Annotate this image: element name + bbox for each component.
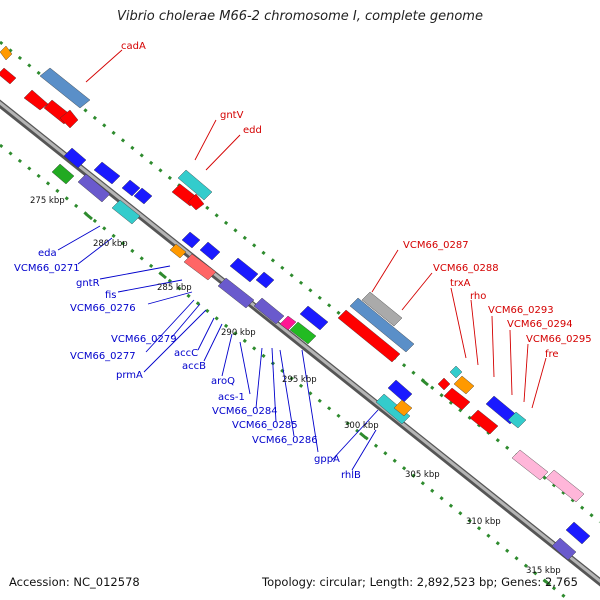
tick-label: 290 kbp: [221, 328, 256, 338]
ruler-tick: [543, 578, 551, 587]
gene-label[interactable]: VCM66_0286: [252, 435, 318, 446]
gene-block: [51, 163, 75, 185]
genome-summary-text: Topology: circular; Length: 2,892,523 bp…: [262, 575, 578, 589]
gene-block: [551, 537, 577, 561]
gene-label[interactable]: accC: [174, 348, 198, 359]
gene-label[interactable]: VCM66_0285: [232, 420, 298, 431]
gene-label[interactable]: VCM66_0271: [14, 263, 80, 274]
gene-block: [111, 199, 141, 225]
gene-block: [337, 309, 401, 363]
tick-label: 285 kbp: [157, 283, 192, 293]
gene-label[interactable]: VCM66_0293: [488, 305, 554, 316]
tick-label: 295 kbp: [282, 375, 317, 385]
tick-label: 310 kbp: [466, 517, 501, 527]
gene-label[interactable]: VCM66_0287: [403, 240, 469, 251]
gene-block: [169, 243, 187, 259]
gene-block: [393, 399, 413, 417]
gene-block: [387, 379, 413, 403]
gene-block: [443, 387, 471, 411]
gene-labels-bottom: eda VCM66_0271 gntR fis VCM66_0276 VCM66…: [14, 248, 361, 481]
ruler-outer-line: [0, 40, 600, 524]
gene-label[interactable]: gppA: [314, 454, 340, 465]
ruler-tick: [85, 212, 93, 221]
ruler-dots: [0, 40, 600, 600]
gene-block: [375, 393, 411, 425]
gene-label[interactable]: trxA: [450, 278, 471, 289]
leader-lines-top: [85, 49, 547, 409]
gene-label[interactable]: VCM66_0284: [212, 406, 278, 417]
gene-labels-top: cadA gntV edd VCM66_0287 VCM66_0288 trxA…: [121, 41, 592, 360]
gene-label[interactable]: gntR: [76, 278, 100, 289]
tick-labels: 275 kbp 280 kbp 285 kbp 290 kbp 295 kbp …: [30, 196, 561, 576]
gene-block: [469, 409, 499, 435]
gene-block: [255, 271, 275, 289]
gene-label[interactable]: fis: [105, 290, 117, 301]
gene-block: [507, 411, 527, 429]
gene-block: [545, 469, 585, 503]
gene-block: [133, 187, 153, 205]
tick-label: 280 kbp: [93, 239, 128, 249]
gene-label[interactable]: VCM66_0277: [70, 351, 136, 362]
gene-block: [437, 377, 451, 391]
tick-label: 315 kbp: [526, 566, 561, 576]
accession-text: Accession: NC_012578: [9, 575, 140, 589]
genome-backbone: [0, 99, 600, 587]
gene-block: [229, 257, 259, 283]
gene-block: [217, 277, 255, 309]
gene-label[interactable]: accB: [182, 361, 206, 372]
gene-block: [121, 179, 141, 197]
gene-label[interactable]: cadA: [121, 41, 146, 52]
gene-label[interactable]: rho: [470, 291, 486, 302]
gene-label[interactable]: edd: [243, 125, 262, 136]
leader-lines-bottom: [57, 225, 379, 471]
gene-block: [253, 297, 285, 325]
gene-block: [63, 147, 87, 169]
gene-label[interactable]: eda: [38, 248, 57, 259]
gene-label[interactable]: VCM66_0279: [111, 334, 177, 345]
tick-label: 275 kbp: [30, 196, 65, 206]
gene-block: [449, 365, 463, 379]
gene-block: [289, 321, 317, 345]
gene-arrow: [59, 109, 79, 129]
gene-features: [0, 45, 591, 561]
gene-block: [511, 449, 549, 481]
gene-arrow: [187, 193, 205, 211]
gene-block: [23, 89, 49, 111]
gene-block-gntV: [177, 169, 213, 201]
gene-label[interactable]: VCM66_0294: [507, 319, 573, 330]
gene-block: [199, 241, 221, 261]
gene-label[interactable]: VCM66_0276: [70, 303, 136, 314]
ruler-tick: [359, 431, 367, 440]
tick-label: 300 kbp: [344, 421, 379, 431]
gene-label[interactable]: rhlB: [341, 470, 361, 481]
gene-block: [77, 173, 111, 203]
gene-block: [361, 291, 403, 327]
gene-label[interactable]: VCM66_0288: [433, 263, 499, 274]
tick-label: 305 kbp: [405, 470, 440, 480]
gene-label[interactable]: VCM66_0295: [526, 334, 592, 345]
ruler-tick: [421, 378, 429, 387]
ruler-tick: [159, 271, 167, 280]
gene-block: [0, 45, 13, 61]
gene-block: [565, 521, 591, 545]
gene-block: [183, 253, 217, 281]
gene-block: [0, 67, 17, 85]
gene-label[interactable]: gntV: [220, 110, 244, 121]
gene-label[interactable]: aroQ: [211, 376, 235, 387]
gene-block-cadA: [39, 67, 91, 109]
gene-block: [279, 315, 297, 331]
gene-label[interactable]: prmA: [116, 370, 143, 381]
ruler-inner-line: [0, 143, 572, 600]
gene-label[interactable]: acs-1: [218, 392, 245, 403]
gene-block-VCM66_0287: [349, 297, 415, 353]
gene-block: [93, 161, 121, 185]
gene-block: [181, 231, 201, 249]
gene-label[interactable]: fre: [545, 349, 559, 360]
map-title: Vibrio cholerae M66-2 chromosome I, comp…: [117, 9, 483, 24]
gene-block: [453, 375, 475, 395]
gene-block: [299, 305, 329, 331]
